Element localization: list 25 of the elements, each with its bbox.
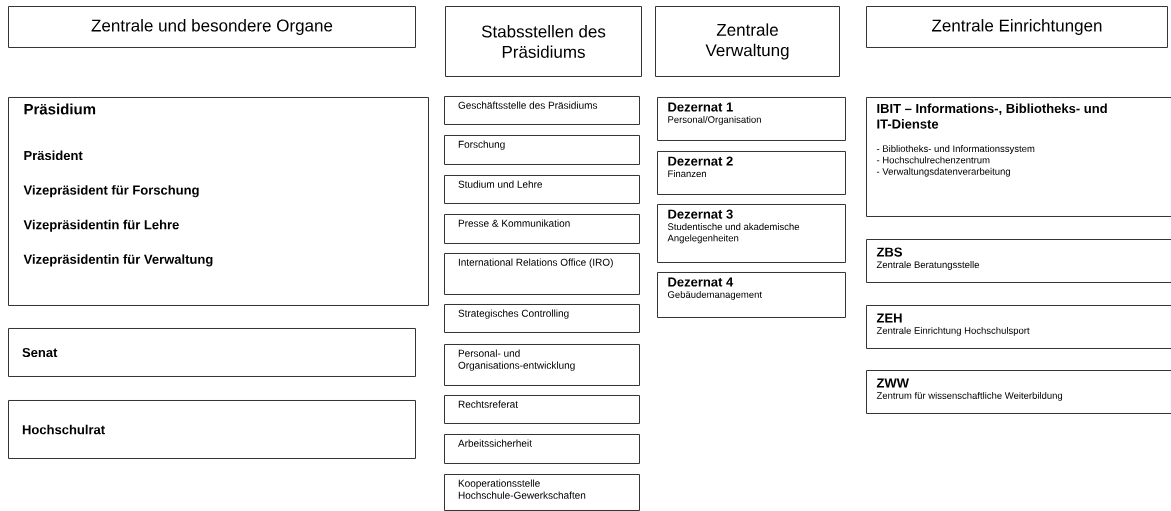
unit-box: Personal- und Organisations-entwicklung [444, 344, 640, 386]
unit-box: ZEH Zentrale Einrichtung Hochschulsport [866, 305, 1171, 349]
unit-box: Geschäftsstelle des Präsidiums [444, 96, 640, 125]
org-box: Hochschulrat [8, 400, 416, 459]
unit-box: Kooperationsstelle Hochschule-Gewerkschaften [444, 474, 640, 511]
unit-box: Forschung [444, 135, 640, 165]
unit-box: Dezernat 3 Studentische und akademische Angelegenheiten [657, 204, 846, 263]
unit-box: Studium und Lehre [444, 175, 640, 204]
unit-box: Dezernat 4 Gebäudemanagement [657, 272, 846, 318]
org-box: Präsidium Präsident Vizepräsident für Forschung Vizepräsidentin für Lehre Vizepräsidentin für Verwaltung [8, 97, 429, 306]
column-header-box: Zentrale Verwaltung [655, 6, 840, 77]
unit-box: IBIT – Informations-, Bibliotheks- und IT-Dienste - Bibliotheks- und Informationssystem - Hochschulrechenzentrum - Verwaltungsdatenverarbeitung [866, 97, 1171, 217]
unit-box: Presse & Kommunikation [444, 214, 640, 244]
unit-box: Rechtsreferat [444, 395, 640, 424]
org-box: Senat [8, 328, 416, 377]
unit-box: ZWW Zentrum für wissenschaftliche Weiterbildung [866, 370, 1171, 414]
unit-box: Arbeitssicherheit [444, 434, 640, 464]
unit-box: International Relations Office (IRO) [444, 253, 640, 295]
unit-box: ZBS Zentrale Beratungsstelle [866, 239, 1171, 283]
column-header-box: Zentrale und besondere Organe [8, 6, 416, 48]
column-header-box: Zentrale Einrichtungen [866, 6, 1168, 48]
unit-box: Dezernat 2 Finanzen [657, 151, 846, 195]
unit-box: Dezernat 1 Personal/Organisation [657, 97, 846, 141]
column-header-box: Stabsstellen des Präsidiums [445, 6, 642, 77]
unit-box: Strategisches Controlling [444, 304, 640, 333]
